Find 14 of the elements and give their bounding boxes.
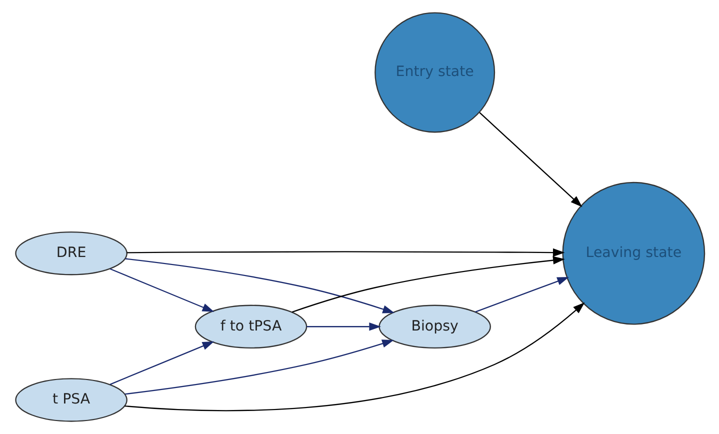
node-circle: Entry state (374, 12, 495, 133)
arrow (109, 268, 214, 312)
arrow (474, 277, 569, 313)
arrow (124, 340, 394, 395)
arrow (124, 258, 394, 314)
arrow (124, 302, 584, 412)
arrow (306, 322, 381, 331)
node-ellipse: DRE (14, 231, 127, 276)
arrow (291, 256, 564, 313)
arrow (126, 248, 564, 257)
node-circle: Leaving state (562, 182, 705, 325)
arrow (478, 112, 582, 208)
node-ellipse: t PSA (14, 378, 127, 422)
arrow (109, 341, 214, 385)
